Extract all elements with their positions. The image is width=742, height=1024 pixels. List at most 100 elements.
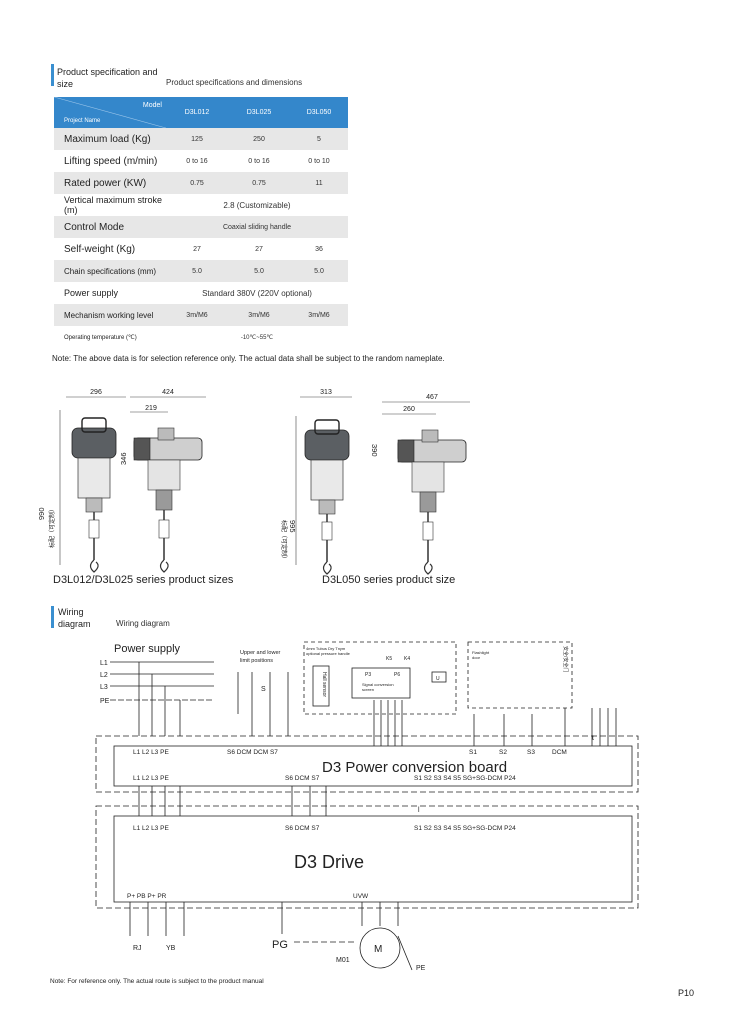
hoist-front-view <box>71 417 117 573</box>
merged-cell: Coaxial sliding handle <box>166 216 348 238</box>
spec-table-header: Model Project Name D3L012 D3L025 D3L050 <box>54 97 348 128</box>
route-note: Note: For reference only. The actual rou… <box>50 978 264 985</box>
cell: 0 to 10 <box>290 150 348 172</box>
row-label: Rated power (KW) <box>54 172 166 194</box>
caption-right: D3L050 series product size <box>322 574 455 586</box>
k4-label: K4 <box>404 656 410 662</box>
wiring-diagram: Power supply L1 L2 L3 PE Upper and lower… <box>95 641 639 972</box>
dim-h2-left: 990 <box>37 507 46 520</box>
cell: 3m/M6 <box>228 304 290 326</box>
row-label: Maximum load (Kg) <box>54 128 166 150</box>
cell: 36 <box>290 238 348 260</box>
cell: 0.75 <box>166 172 228 194</box>
board-s3: S3 <box>527 749 535 756</box>
header-project-name: Project Name <box>64 118 101 124</box>
drive-title: D3 Drive <box>294 852 364 872</box>
row-label: Power supply <box>54 282 166 304</box>
diagonal-line <box>54 97 166 128</box>
cell: 0 to 16 <box>166 150 228 172</box>
p6-label: P6 <box>394 672 400 678</box>
section-title-line1: Product specification and <box>57 67 158 77</box>
dimension-drawings: 296 424 219 990 标配（可定制） 346 D3L012/D3L02… <box>37 389 470 586</box>
dim-w3-right: 260 <box>403 406 415 413</box>
p3-label: P3 <box>365 672 371 678</box>
limit-label-line1: Upper and lower <box>240 650 281 656</box>
header-diagonal-cell: Model Project Name <box>54 97 166 128</box>
motor-label: M <box>374 944 382 955</box>
board-s6-top: S6 DCM DCM S7 <box>227 749 278 756</box>
section-title: Wiring diagram <box>58 606 108 630</box>
section-title-line1: Wiring <box>58 607 84 617</box>
cell: 27 <box>228 238 290 260</box>
table-row: Operating temperature (℃)-10℃~55℃ <box>54 326 348 348</box>
dim-h1-left: 346 <box>119 452 128 465</box>
dim-h1-right: 390 <box>370 444 379 457</box>
board-s2: S2 <box>499 749 507 756</box>
cell: 11 <box>290 172 348 194</box>
dim-w1-left: 296 <box>90 389 102 396</box>
cell: 0 to 16 <box>228 150 290 172</box>
cell: 5.0 <box>290 260 348 282</box>
signal-screen-line2: screen <box>362 687 374 692</box>
page-number: P10 <box>678 988 695 998</box>
caption-left: D3L012/D3L025 series product sizes <box>53 574 234 586</box>
limit-label-line2: limit positions <box>240 658 273 664</box>
cell: 5.0 <box>166 260 228 282</box>
drive-bottom-left: P+ PB P+ PR <box>127 893 167 900</box>
line-l3: L3 <box>100 684 108 691</box>
dim-h2-note-right: 标配（可定制） <box>280 520 288 562</box>
merged-cell: Standard 380V (220V optional) <box>166 282 348 304</box>
spec-table: Model Project Name D3L012 D3L025 D3L050 … <box>54 97 348 348</box>
board-right-bottom: S1 S2 S3 S4 S5 SG+SG-DCM P24 <box>414 775 516 782</box>
row-label: Chain specifications (mm) <box>54 260 166 282</box>
cell: 3m/M6 <box>290 304 348 326</box>
dim-w3-left: 219 <box>145 405 157 412</box>
header-col-3: D3L050 <box>290 97 348 128</box>
board-terms-top: L1 L2 L3 PE <box>133 749 169 756</box>
board-s1: S1 <box>469 749 477 756</box>
flashlight-line1: Flashlight <box>472 650 490 655</box>
rj-label: RJ <box>133 945 142 952</box>
row-label: Operating temperature (℃) <box>54 326 166 348</box>
cell: 3m/M6 <box>166 304 228 326</box>
dim-w1-right: 313 <box>320 389 332 396</box>
cell: 5 <box>290 128 348 150</box>
yb-label: YB <box>166 945 176 952</box>
board-s6-bottom: S6 DCM S7 <box>285 775 320 782</box>
board-dcm: DCM <box>552 749 567 756</box>
pg-label: PG <box>272 939 288 951</box>
drive-right-top: S1 S2 S3 S4 S5 SG+SG-DCM P24 <box>414 825 516 832</box>
dim-h2-note-left: 标配（可定制） <box>48 506 56 548</box>
hoist-side-view <box>397 429 467 575</box>
drive-terms-top: L1 L2 L3 PE <box>133 825 169 832</box>
section-title-line2: diagram <box>58 619 91 629</box>
u-label: U <box>436 676 440 682</box>
hoist-front-view <box>304 419 350 575</box>
cell: 125 <box>166 128 228 150</box>
handle-note-line1: 4mm Tubus Dry Tnym <box>306 646 346 651</box>
k5-label: K5 <box>386 656 392 662</box>
row-label: Vertical maximum stroke (m) <box>54 194 166 216</box>
board-terms-bottom: L1 L2 L3 PE <box>133 775 169 782</box>
signal-screen-line1: Signal conversion <box>362 682 394 687</box>
handle-note-line2: optional pressure handle <box>306 651 351 656</box>
drive-s6-top: S6 DCM S7 <box>285 825 320 832</box>
section-accent-bar <box>51 606 54 628</box>
merged-cell: 2.8 (Customizable) <box>166 194 348 216</box>
section-accent-bar <box>51 64 54 86</box>
dim-h2-right: 995 <box>288 520 297 533</box>
section-subtitle: Product specifications and dimensions <box>166 78 303 87</box>
cell: 27 <box>166 238 228 260</box>
dim-w2-left: 424 <box>162 389 174 396</box>
hall-sensor-label: Hall sensor <box>321 672 327 697</box>
line-pe: PE <box>100 698 110 705</box>
cell: 0.75 <box>228 172 290 194</box>
hoist-side-view <box>133 427 203 573</box>
board-title: D3 Power conversion board <box>322 759 507 776</box>
row-label: Control Mode <box>54 216 166 238</box>
row-label: Mechanism working level <box>54 304 166 326</box>
